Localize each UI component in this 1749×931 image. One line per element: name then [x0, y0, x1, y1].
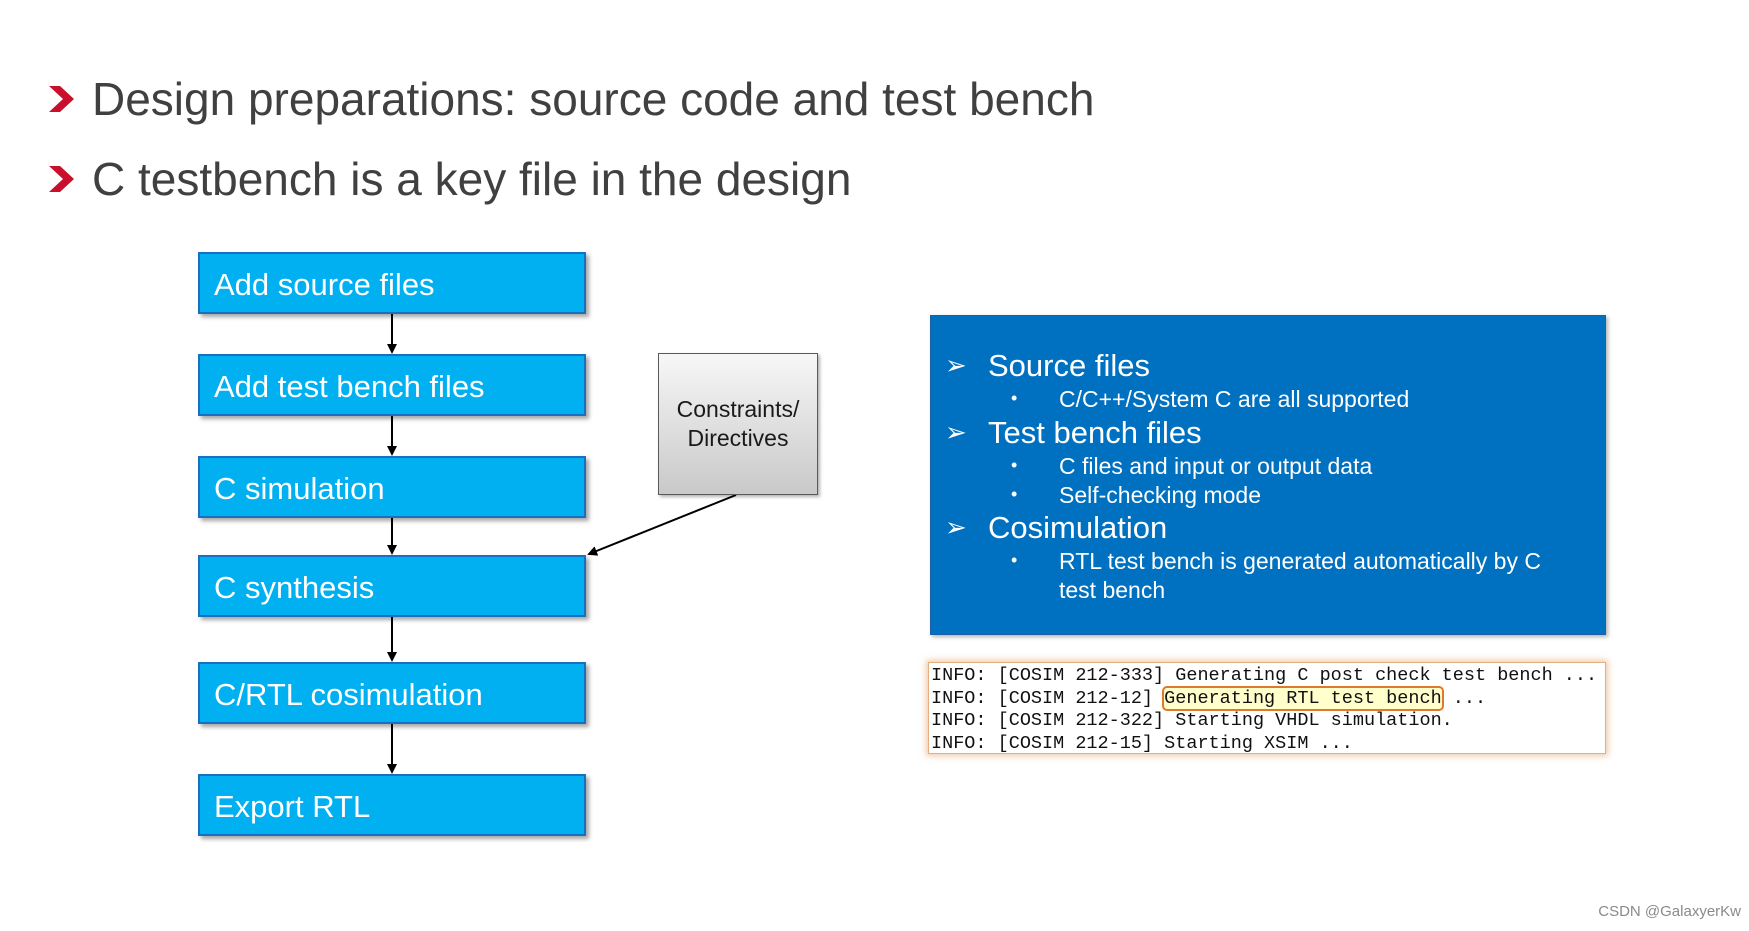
dot-bullet-icon: • [1011, 550, 1018, 570]
heading-design-preparations: Design preparations: source code and tes… [46, 72, 1094, 126]
log-line-prefix: INFO: [COSIM 212-12] [931, 687, 1165, 709]
cosim-log-box: INFO: [COSIM 212-333] Generating C post … [928, 662, 1606, 754]
point-source-files: Source files [988, 348, 1150, 383]
flow-step-c-synthesis: C synthesis [198, 555, 586, 617]
heading-text: Design preparations: source code and tes… [92, 73, 1095, 125]
flow-step-add-test-bench-files: Add test bench files [198, 354, 586, 416]
constraints-arrow [587, 494, 737, 556]
dot-bullet-icon: • [1011, 484, 1018, 504]
constraints-label-line1: Constraints/ [676, 396, 800, 422]
flow-step-c-simulation: C simulation [198, 456, 586, 518]
log-line: INFO: [COSIM 212-15] Starting XSIM ... [931, 732, 1353, 754]
log-line: INFO: [COSIM 212-333] Generating C post … [931, 665, 1598, 686]
info-panel: ➢ Source files • C/C++/System C are all … [930, 315, 1606, 635]
subpoint-testbench-2: Self-checking mode [1059, 482, 1261, 508]
heading-text: C testbench is a key file in the design [92, 153, 852, 205]
flow-step-add-source-files: Add source files [198, 252, 586, 314]
subpoint-source: C/C++/System C are all supported [1059, 386, 1410, 412]
log-highlight: Generating RTL test bench [1162, 685, 1444, 711]
point-test-bench-files: Test bench files [988, 415, 1202, 450]
chevron-bullet-icon [49, 86, 74, 112]
dot-bullet-icon: • [1011, 455, 1018, 475]
subpoint-cosim-line1: RTL test bench is generated automaticall… [1059, 548, 1541, 574]
subpoint-cosim-line2: test bench [1059, 577, 1166, 603]
dot-bullet-icon: • [1011, 388, 1018, 408]
constraints-directives-box: Constraints/ Directives [658, 353, 818, 495]
constraints-label-line2: Directives [687, 425, 789, 451]
heading-c-testbench: C testbench is a key file in the design [46, 152, 851, 206]
log-line-suffix: ... [1441, 687, 1487, 709]
flow-step-export-rtl: Export RTL [198, 774, 586, 836]
chevron-bullet-icon [49, 166, 74, 192]
point-cosimulation: Cosimulation [988, 510, 1168, 545]
subpoint-testbench-1: C files and input or output data [1059, 453, 1373, 479]
log-line: INFO: [COSIM 212-12] Generating RTL test… [931, 685, 1605, 711]
watermark: CSDN @GalaxyerKw [1598, 903, 1741, 920]
arrow-bullet-icon: ➢ [945, 350, 967, 380]
arrow-bullet-icon: ➢ [945, 512, 967, 542]
log-line: INFO: [COSIM 212-322] Starting VHDL simu… [931, 710, 1453, 731]
flow-step-c-rtl-cosimulation: C/RTL cosimulation [198, 662, 586, 724]
arrow-bullet-icon: ➢ [945, 417, 967, 447]
